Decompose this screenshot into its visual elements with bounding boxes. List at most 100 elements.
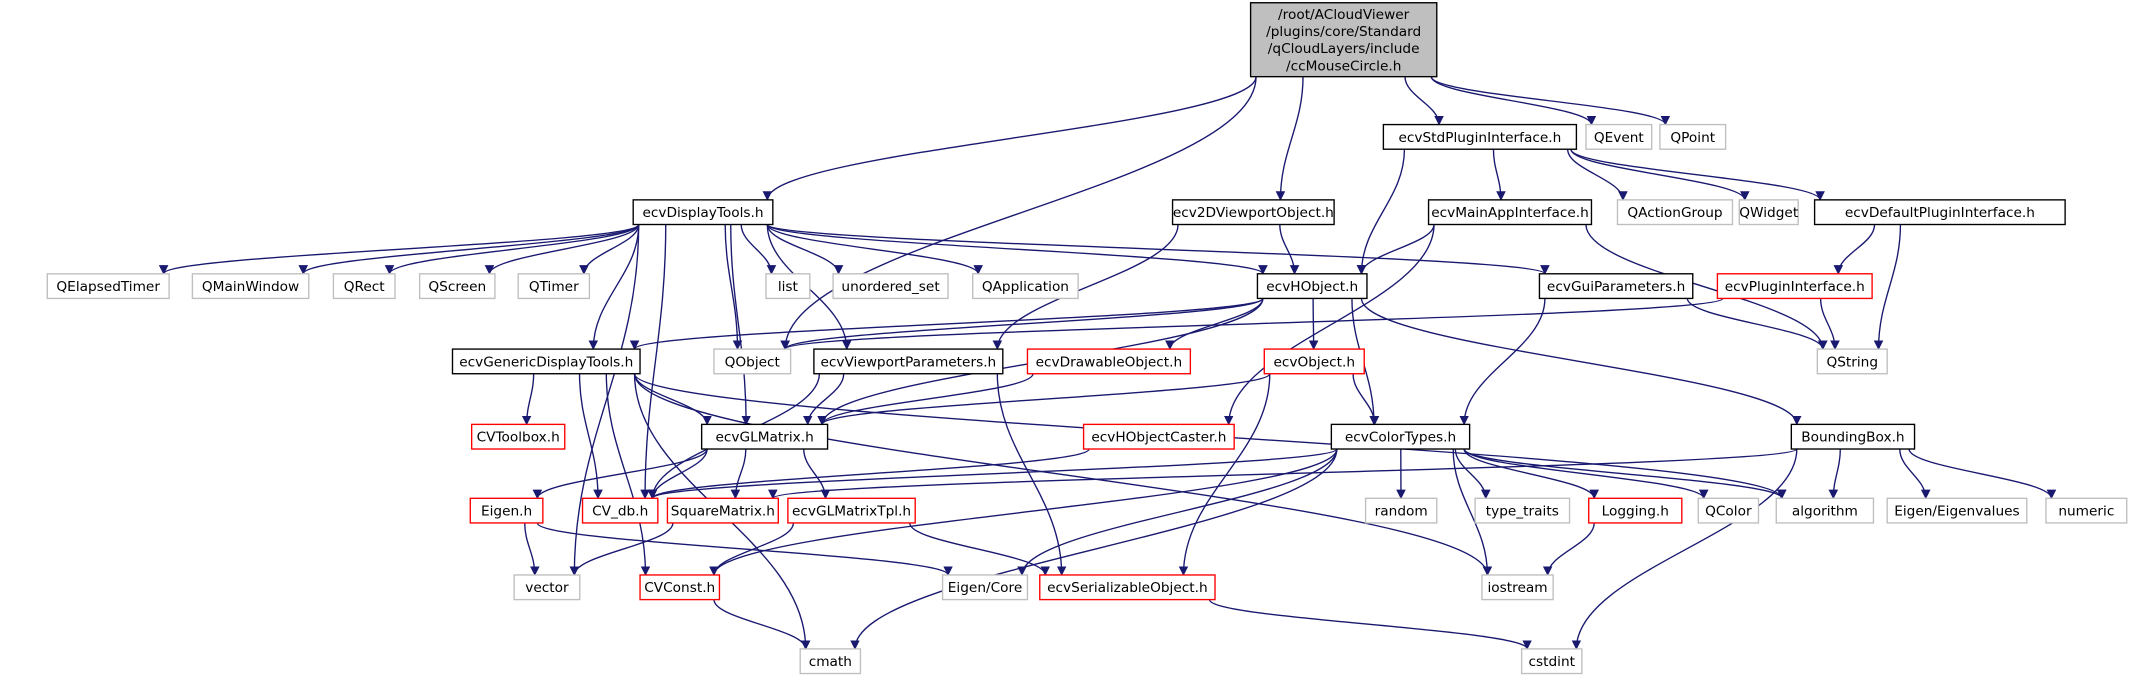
node-ecvglmatrix-h[interactable]: ecvGLMatrix.h bbox=[700, 423, 829, 450]
edge-ecvglmatrix-h-to-eigen-h bbox=[532, 448, 708, 500]
node-cvtoolbox-h[interactable]: CVToolbox.h bbox=[470, 423, 566, 450]
edge-ecvhobject-h-to-qobject bbox=[780, 297, 1264, 351]
node-box bbox=[1538, 273, 1694, 300]
node-label: Eigen.h bbox=[481, 504, 532, 520]
node-box bbox=[1364, 497, 1438, 524]
edge-ecvmainappinterface-h-to-ecvhobjectcaster-h bbox=[1223, 224, 1435, 426]
node-label: BoundingBox.h bbox=[1801, 430, 1904, 446]
node-ecvplugininterface-h[interactable]: ecvPluginInterface.h bbox=[1716, 273, 1873, 300]
edge-ecvviewportparameters-h-to-ecvglmatrix-h bbox=[802, 373, 845, 426]
node-cv-db-h[interactable]: CV_db.h bbox=[581, 497, 659, 524]
node-ecvobject-h[interactable]: ecvObject.h bbox=[1263, 348, 1365, 375]
node-box bbox=[972, 273, 1079, 300]
node-label: unordered_set bbox=[841, 279, 940, 295]
node-box bbox=[470, 423, 566, 450]
node-box bbox=[787, 497, 916, 524]
node-ecvguiparameters-h[interactable]: ecvGuiParameters.h bbox=[1538, 273, 1694, 300]
edge-ecvdefaultplugininterface-h-to-ecvplugininterface-h bbox=[1833, 224, 1876, 275]
node-ecvhobjectcaster-h[interactable]: ecvHObjectCaster.h bbox=[1082, 423, 1235, 450]
edge-ecvstdplugininterface-h-to-qactiongroup bbox=[1567, 149, 1628, 201]
node-label: ecvHObject.h bbox=[1266, 279, 1358, 295]
edge-ecvglmatrixtpl-h-to-cvconst-h bbox=[709, 522, 795, 576]
nodes: /root/ACloudViewer/plugins/core/Standard… bbox=[46, 2, 2128, 675]
node-label: ecvStdPluginInterface.h bbox=[1398, 130, 1561, 146]
node-box bbox=[832, 273, 949, 300]
node-label: ecvColorTypes.h bbox=[1345, 430, 1456, 446]
node-label: ecvSerializableObject.h bbox=[1047, 580, 1208, 596]
edge-ecvcolortypes-h-to-logging-h bbox=[1463, 448, 1599, 500]
node-label: ecvGLMatrixTpl.h bbox=[792, 504, 911, 520]
node-label: QActionGroup bbox=[1627, 205, 1722, 221]
node-vector: vector bbox=[513, 574, 581, 601]
node-box bbox=[1427, 199, 1593, 226]
node-label: QObject bbox=[725, 354, 781, 370]
node-box bbox=[513, 574, 581, 601]
edge-ecvhobjectcaster-h-to-cv-db-h bbox=[647, 448, 1090, 500]
node-cmath: cmath bbox=[799, 648, 862, 675]
node-boundingbox-h[interactable]: BoundingBox.h bbox=[1790, 423, 1916, 450]
node-ecvgenericdisplaytools-h[interactable]: ecvGenericDisplayTools.h bbox=[451, 348, 641, 375]
edge-ecvglmatrixtpl-h-to-ecvserializableobject-h bbox=[909, 522, 1050, 576]
node-numeric: numeric bbox=[2045, 497, 2128, 524]
edge-ecv2dviewportobject-h-to-ecvhobject-h bbox=[1279, 224, 1300, 275]
edge-ecvgenericdisplaytools-h-to-cv-db-h bbox=[578, 373, 603, 500]
edge-ecvdisplaytools-h-to-unordered-set bbox=[766, 224, 844, 275]
node-cvconst-h[interactable]: CVConst.h bbox=[639, 574, 721, 601]
node-squarematrix-h[interactable]: SquareMatrix.h bbox=[666, 497, 779, 524]
node-box bbox=[1039, 574, 1216, 601]
node-box bbox=[517, 273, 591, 300]
edge-root-to-qobject bbox=[780, 76, 1257, 351]
node-box bbox=[1382, 123, 1578, 150]
edge-ecvdisplaytools-h-to-ecvguiparameters-h bbox=[766, 223, 1550, 275]
edge-ecvdisplaytools-h-to-qelapsedtimer bbox=[159, 223, 640, 275]
node-eigen-core: Eigen/Core bbox=[941, 574, 1029, 601]
edge-ecvdisplaytools-h-to-qtimer bbox=[579, 224, 640, 275]
edge-ecvcolortypes-h-to-cmath bbox=[850, 449, 1338, 650]
node-box bbox=[1330, 423, 1471, 450]
node-cstdint: cstdint bbox=[1520, 648, 1583, 675]
node-ecv2dviewportobject-h[interactable]: ecv2DViewportObject.h bbox=[1171, 199, 1335, 226]
edge-ecvgenericdisplaytools-h-to-iostream bbox=[633, 373, 1493, 576]
edge-ecvdisplaytools-h-to-qobject bbox=[724, 224, 743, 351]
node-label: CVToolbox.h bbox=[477, 430, 560, 446]
node-label: QMainWindow bbox=[202, 279, 299, 295]
node-qrect: QRect bbox=[332, 273, 396, 300]
node-root-ccmousecircle[interactable]: /root/ACloudViewer/plugins/core/Standard… bbox=[1249, 2, 1438, 78]
node-ecvdisplaytools-h[interactable]: ecvDisplayTools.h bbox=[632, 199, 774, 226]
node-qobject: QObject bbox=[713, 348, 792, 375]
node-ecvcolortypes-h[interactable]: ecvColorTypes.h bbox=[1330, 423, 1471, 450]
edge-eigen-h-to-eigen-core bbox=[536, 522, 953, 576]
edge-ecvdisplaytools-h-to-qscreen bbox=[484, 224, 640, 275]
edge-squarematrix-h-to-vector bbox=[569, 522, 674, 576]
edge-root-to-qevent bbox=[1430, 76, 1597, 126]
node-ecvglmatrixtpl-h[interactable]: ecvGLMatrixTpl.h bbox=[787, 497, 916, 524]
node-ecvdefaultplugininterface-h[interactable]: ecvDefaultPluginInterface.h bbox=[1813, 199, 2066, 226]
node-box bbox=[1474, 497, 1571, 524]
edge-eigen-h-to-vector bbox=[524, 522, 540, 576]
node-box bbox=[469, 497, 544, 524]
edge-ecvstdplugininterface-h-to-ecvmainappinterface-h bbox=[1492, 149, 1506, 201]
node-label: QRect bbox=[344, 279, 386, 295]
node-box bbox=[2045, 497, 2128, 524]
node-ecvviewportparameters-h[interactable]: ecvViewportParameters.h bbox=[813, 348, 1004, 375]
edge-ecvcolortypes-h-to-eigen-core bbox=[1017, 448, 1338, 576]
node-label: QApplication bbox=[982, 279, 1069, 295]
edge-ecvcolortypes-h-to-qcolor bbox=[1463, 448, 1709, 500]
node-ecvmainappinterface-h[interactable]: ecvMainAppInterface.h bbox=[1427, 199, 1593, 226]
node-unordered-set: unordered_set bbox=[832, 273, 949, 300]
edge-ecvdisplaytools-h-to-vector bbox=[569, 224, 640, 576]
node-box bbox=[799, 648, 862, 675]
node-qpoint: QPoint bbox=[1659, 123, 1727, 150]
edge-ecvglmatrix-h-to-squarematrix-h bbox=[730, 449, 747, 500]
edge-ecvcolortypes-h-to-algorithm bbox=[1463, 448, 1787, 500]
node-label: QPoint bbox=[1670, 130, 1715, 146]
node-ecvstdplugininterface-h[interactable]: ecvStdPluginInterface.h bbox=[1382, 123, 1578, 150]
node-ecvserializableobject-h[interactable]: ecvSerializableObject.h bbox=[1039, 574, 1216, 601]
node-eigen-h[interactable]: Eigen.h bbox=[469, 497, 544, 524]
node-logging-h[interactable]: Logging.h bbox=[1588, 497, 1683, 524]
node-eigen-eigenvalues: Eigen/Eigenvalues bbox=[1886, 497, 2028, 524]
node-ecvhobject-h[interactable]: ecvHObject.h bbox=[1256, 273, 1368, 300]
node-label: Eigen/Core bbox=[948, 580, 1022, 596]
node-ecvdrawableobject-h[interactable]: ecvDrawableObject.h bbox=[1026, 348, 1192, 375]
edge-ecvplugininterface-h-to-qobject bbox=[780, 297, 1724, 351]
